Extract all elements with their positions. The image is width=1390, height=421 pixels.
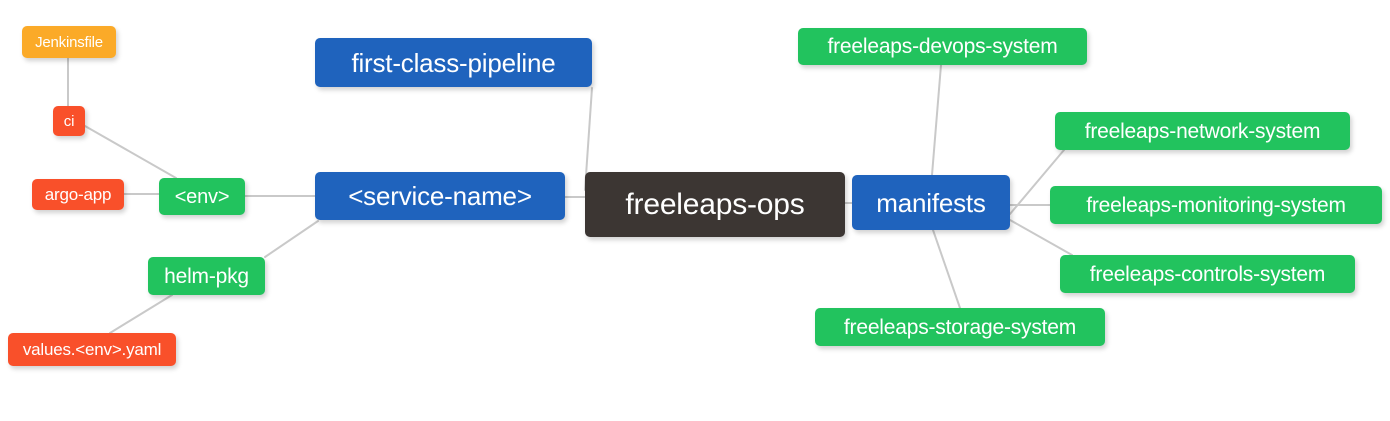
node-helm-pkg[interactable]: helm-pkg [148,257,265,295]
node-service-name[interactable]: <service-name> [315,172,565,220]
node-freeleaps-ops[interactable]: freeleaps-ops [585,172,845,237]
node-label-freeleaps-ops: freeleaps-ops [625,187,805,221]
node-label-freeleaps-monitoring-system: freeleaps-monitoring-system [1086,193,1346,217]
node-label-manifests: manifests [876,187,986,218]
node-freeleaps-devops-system[interactable]: freeleaps-devops-system [798,28,1087,65]
node-freeleaps-controls-system[interactable]: freeleaps-controls-system [1060,255,1355,293]
node-label-freeleaps-devops-system: freeleaps-devops-system [827,35,1058,58]
edge-service-name-to-helm-pkg [264,220,319,258]
edge-env-to-ci [84,125,177,179]
node-label-freeleaps-storage-system: freeleaps-storage-system [843,315,1077,339]
node-label-argo-app: argo-app [44,185,112,204]
node-ci[interactable]: ci [53,106,85,136]
node-first-class-pipeline[interactable]: first-class-pipeline [315,38,592,87]
node-label-first-class-pipeline: first-class-pipeline [351,47,556,78]
node-label-freeleaps-network-system: freeleaps-network-system [1084,119,1321,143]
node-label-env: <env> [174,185,230,208]
node-label-jenkinsfile: Jenkinsfile [35,33,103,51]
node-label-ci: ci [63,112,75,130]
node-env[interactable]: <env> [159,178,245,215]
node-label-service-name: <service-name> [348,181,532,211]
edge-manifests-to-freeleaps-storage-system [932,229,961,309]
edge-manifests-to-freeleaps-devops-system [931,64,942,176]
node-freeleaps-network-system[interactable]: freeleaps-network-system [1055,112,1350,150]
node-argo-app[interactable]: argo-app [32,179,124,210]
node-jenkinsfile[interactable]: Jenkinsfile [22,26,116,58]
node-label-freeleaps-controls-system: freeleaps-controls-system [1089,262,1326,286]
node-freeleaps-storage-system[interactable]: freeleaps-storage-system [815,308,1105,346]
node-label-values-yaml: values.<env>.yaml [22,340,162,359]
edge-manifests-to-freeleaps-controls-system [1009,219,1073,256]
node-freeleaps-monitoring-system[interactable]: freeleaps-monitoring-system [1050,186,1382,224]
node-label-helm-pkg: helm-pkg [164,264,249,288]
edge-helm-pkg-to-values-yaml [109,294,173,334]
node-values-yaml[interactable]: values.<env>.yaml [8,333,176,366]
node-manifests[interactable]: manifests [852,175,1010,230]
